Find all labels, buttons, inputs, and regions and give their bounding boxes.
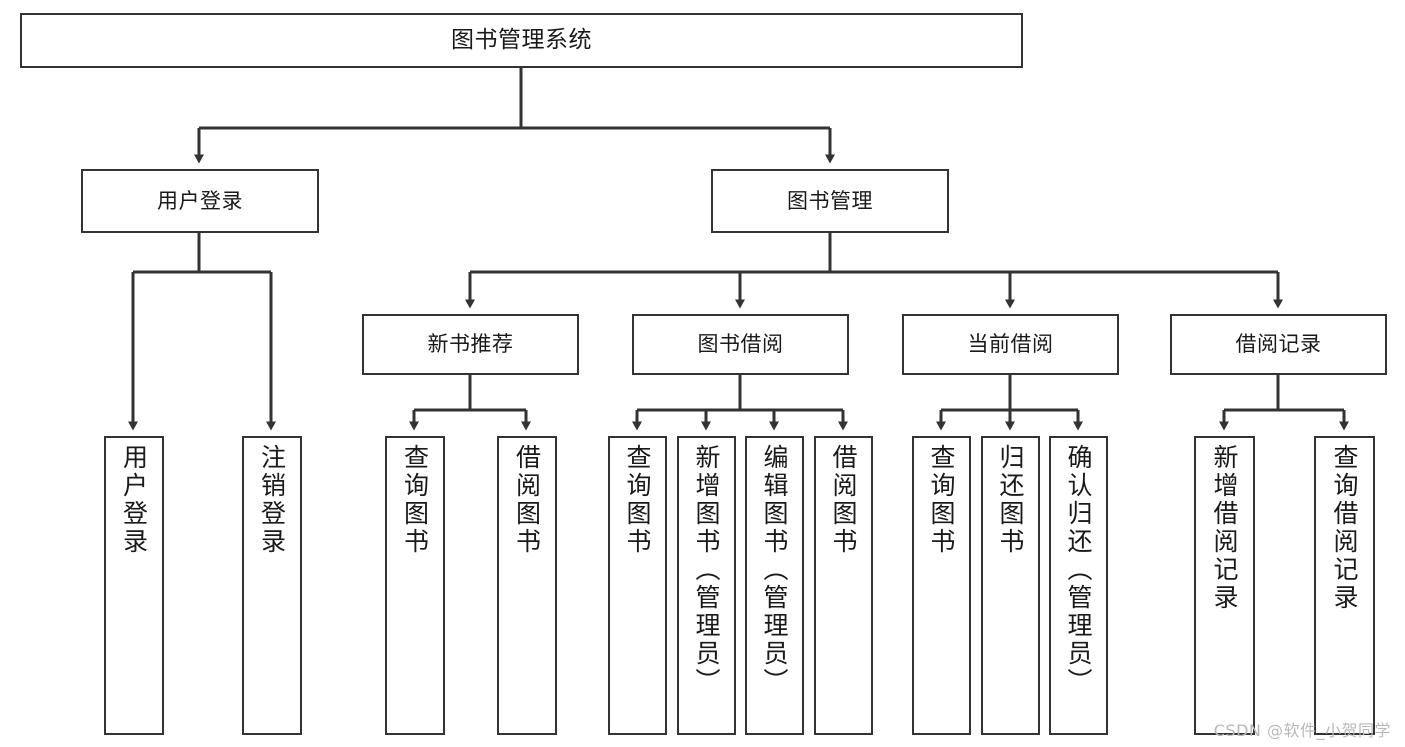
node-leaf-borrow-book-2-label: 借阅图书 bbox=[829, 444, 858, 556]
node-leaf-confirm-return[interactable]: 确认归还（管理员） bbox=[1049, 436, 1108, 735]
node-current-borrow-label: 当前借阅 bbox=[967, 332, 1054, 357]
node-leaf-confirm-return-label: 确认归还（管理员） bbox=[1064, 444, 1093, 696]
node-leaf-query-book-1-label: 查询图书 bbox=[400, 444, 430, 556]
node-leaf-logout-login-label: 注销登录 bbox=[257, 444, 287, 556]
node-leaf-return-book-label: 归还图书 bbox=[996, 444, 1025, 556]
node-leaf-logout-login[interactable]: 注销登录 bbox=[242, 436, 302, 735]
node-leaf-user-login-label: 用户登录 bbox=[119, 444, 149, 556]
node-new-book-recommend[interactable]: 新书推荐 bbox=[362, 314, 579, 375]
node-root-label: 图书管理系统 bbox=[451, 26, 592, 53]
node-leaf-add-record[interactable]: 新增借阅记录 bbox=[1194, 436, 1255, 735]
node-borrow-record-label: 借阅记录 bbox=[1235, 332, 1322, 357]
node-root[interactable]: 图书管理系统 bbox=[20, 13, 1023, 68]
node-book-borrow[interactable]: 图书借阅 bbox=[632, 314, 849, 375]
node-leaf-query-record-label: 查询借阅记录 bbox=[1330, 444, 1359, 612]
node-book-manage[interactable]: 图书管理 bbox=[711, 169, 949, 233]
node-leaf-borrow-book-1-label: 借阅图书 bbox=[512, 444, 542, 556]
node-leaf-borrow-book-1[interactable]: 借阅图书 bbox=[497, 436, 557, 735]
node-user-login-label: 用户登录 bbox=[157, 188, 243, 213]
node-book-borrow-label: 图书借阅 bbox=[697, 332, 784, 357]
node-current-borrow[interactable]: 当前借阅 bbox=[902, 314, 1119, 375]
node-leaf-add-book[interactable]: 新增图书（管理员） bbox=[677, 436, 736, 735]
node-leaf-edit-book-label: 编辑图书（管理员） bbox=[760, 444, 789, 696]
node-leaf-query-book-2[interactable]: 查询图书 bbox=[608, 436, 667, 735]
node-leaf-edit-book[interactable]: 编辑图书（管理员） bbox=[745, 436, 804, 735]
node-new-book-recommend-label: 新书推荐 bbox=[427, 332, 514, 357]
node-borrow-record[interactable]: 借阅记录 bbox=[1170, 314, 1387, 375]
node-leaf-query-book-2-label: 查询图书 bbox=[623, 444, 652, 556]
node-leaf-query-book-3[interactable]: 查询图书 bbox=[912, 436, 971, 735]
node-user-login[interactable]: 用户登录 bbox=[81, 169, 319, 233]
node-leaf-return-book[interactable]: 归还图书 bbox=[981, 436, 1040, 735]
node-leaf-query-book-3-label: 查询图书 bbox=[927, 444, 956, 556]
node-leaf-query-record[interactable]: 查询借阅记录 bbox=[1314, 436, 1375, 735]
node-leaf-add-record-label: 新增借阅记录 bbox=[1210, 444, 1239, 612]
node-leaf-borrow-book-2[interactable]: 借阅图书 bbox=[814, 436, 873, 735]
watermark: CSDN @软件_小贺同学 bbox=[1213, 721, 1391, 740]
node-leaf-user-login[interactable]: 用户登录 bbox=[104, 436, 164, 735]
node-leaf-query-book-1[interactable]: 查询图书 bbox=[385, 436, 445, 735]
node-leaf-add-book-label: 新增图书（管理员） bbox=[692, 444, 721, 696]
node-book-manage-label: 图书管理 bbox=[787, 188, 873, 213]
